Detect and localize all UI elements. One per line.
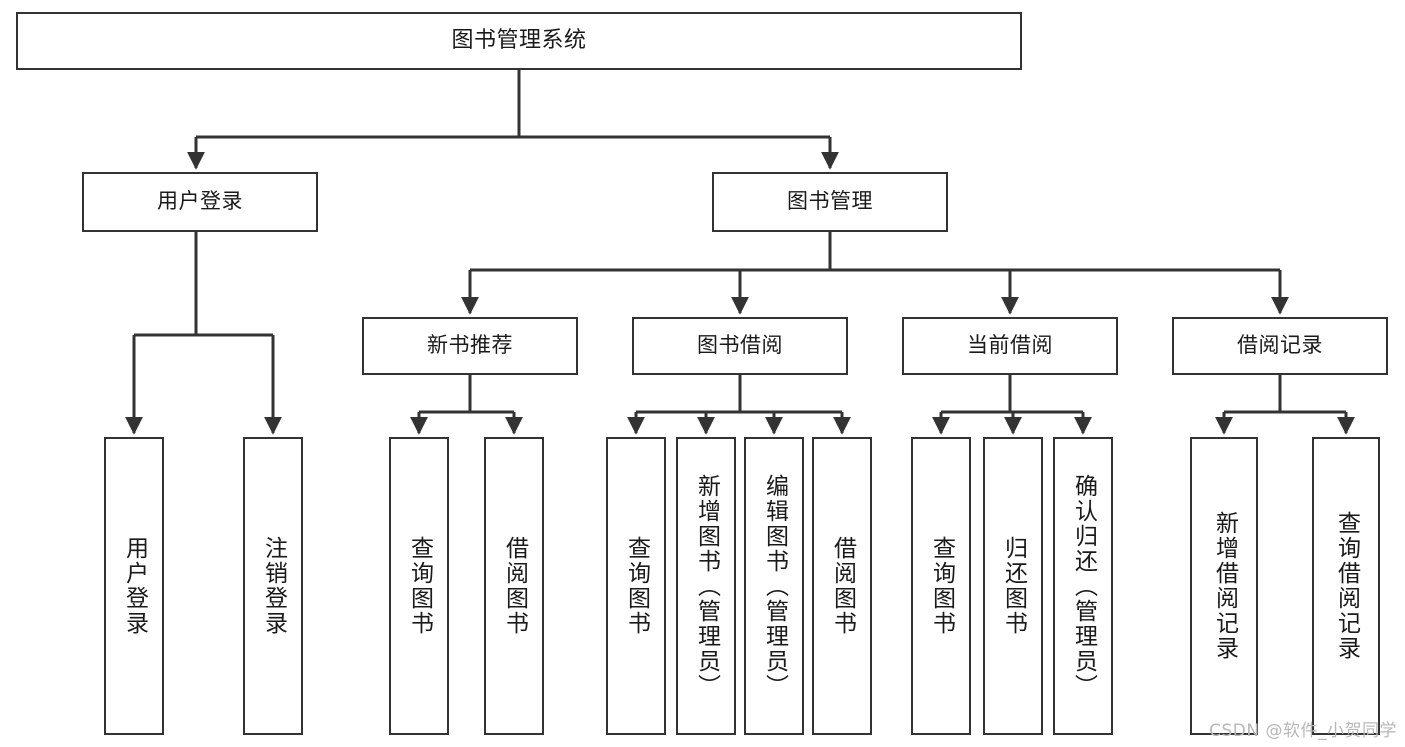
- node-book-borrowing[interactable]: 图书借阅: [632, 317, 848, 375]
- watermark-text: CSDN @软件_小贺同学: [1209, 721, 1397, 741]
- node-borrowing-records-label: 借阅记录: [1237, 333, 1323, 358]
- node-leaf-query-borrow-record[interactable]: 查询借阅记录: [1312, 437, 1380, 735]
- node-leaf-label: 编辑图书（管理员）: [761, 473, 788, 699]
- node-root-book-management-system[interactable]: 图书管理系统: [16, 12, 1022, 70]
- node-borrowing-records[interactable]: 借阅记录: [1172, 317, 1388, 375]
- node-leaf-label: 借阅图书: [501, 536, 528, 636]
- node-leaf-logout[interactable]: 注销登录: [243, 437, 303, 735]
- node-leaf-query-books-current[interactable]: 查询图书: [911, 437, 971, 735]
- node-leaf-label: 查询图书: [928, 536, 955, 636]
- node-leaf-borrow-books-new[interactable]: 借阅图书: [484, 437, 544, 735]
- node-book-management[interactable]: 图书管理: [712, 172, 948, 232]
- node-book-management-label: 图书管理: [787, 189, 873, 214]
- node-leaf-label: 查询图书: [623, 536, 650, 636]
- node-leaf-label: 归还图书: [1000, 536, 1027, 636]
- node-leaf-label: 新增图书（管理员）: [693, 473, 720, 699]
- node-leaf-return-books[interactable]: 归还图书: [983, 437, 1043, 735]
- node-leaf-label: 借阅图书: [829, 536, 856, 636]
- node-user-login[interactable]: 用户登录: [82, 172, 318, 232]
- node-current-borrowing[interactable]: 当前借阅: [902, 317, 1118, 375]
- node-leaf-label: 注销登录: [260, 536, 287, 636]
- node-root-label: 图书管理系统: [451, 27, 587, 53]
- node-leaf-label: 查询图书: [406, 536, 433, 636]
- node-leaf-add-book-admin[interactable]: 新增图书（管理员）: [676, 437, 736, 735]
- node-leaf-label: 查询借阅记录: [1333, 511, 1360, 661]
- node-leaf-label: 用户登录: [121, 536, 148, 636]
- node-leaf-user-login[interactable]: 用户登录: [104, 437, 164, 735]
- node-new-book-recommendation-label: 新书推荐: [427, 333, 513, 358]
- node-leaf-label: 新增借阅记录: [1211, 511, 1238, 661]
- node-current-borrowing-label: 当前借阅: [967, 333, 1053, 358]
- node-leaf-borrow-books[interactable]: 借阅图书: [812, 437, 872, 735]
- node-new-book-recommendation[interactable]: 新书推荐: [362, 317, 578, 375]
- node-book-borrowing-label: 图书借阅: [697, 333, 783, 358]
- node-user-login-label: 用户登录: [157, 189, 243, 214]
- node-leaf-query-books-borrow[interactable]: 查询图书: [606, 437, 666, 735]
- node-leaf-edit-book-admin[interactable]: 编辑图书（管理员）: [744, 437, 804, 735]
- node-leaf-label: 确认归还（管理员）: [1070, 473, 1097, 699]
- node-leaf-query-books-new[interactable]: 查询图书: [389, 437, 449, 735]
- node-leaf-confirm-return-admin[interactable]: 确认归还（管理员）: [1053, 437, 1113, 735]
- node-leaf-add-borrow-record[interactable]: 新增借阅记录: [1190, 437, 1258, 735]
